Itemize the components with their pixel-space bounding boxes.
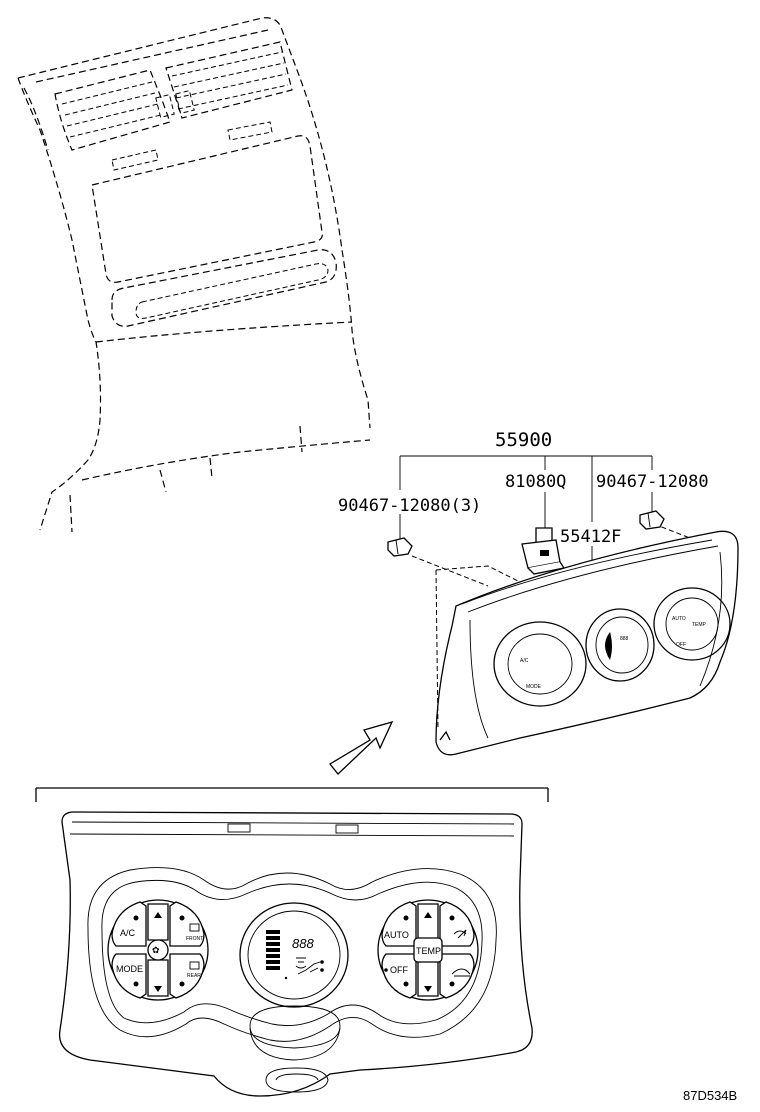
arrow-up-icon [424, 912, 432, 918]
arrow-up-right-icon [329, 720, 394, 775]
off-label: OFF [390, 965, 408, 975]
small-control-panel: A/C MODE 888 AUTO TEMP OFF [435, 530, 739, 756]
part-number-screw-right: 90467-12080 [596, 472, 709, 492]
small-auto-label: AUTO [672, 616, 686, 622]
ac-button[interactable] [111, 901, 147, 947]
arrow-up-icon [154, 912, 162, 918]
temp-bar-graph [266, 930, 280, 934]
front-defrost-icon [189, 923, 200, 932]
diagram-code: 87D534B [683, 1088, 737, 1103]
enlarged-control-panel: ✿ A/C MODE FRONT REAR 888 [58, 811, 533, 1097]
rear-defrost-button[interactable] [169, 953, 205, 999]
off-button[interactable] [381, 953, 417, 999]
arrow-down-icon [424, 986, 432, 992]
connector-icon [521, 527, 566, 575]
part-number-assembly: 55900 [495, 429, 552, 451]
fan-icon [147, 939, 169, 961]
svg-text:888: 888 [620, 636, 629, 642]
auto-label: AUTO [384, 930, 409, 940]
small-mode-label: MODE [526, 684, 542, 690]
ac-label: A/C [120, 928, 136, 938]
small-temp-label: TEMP [692, 622, 707, 628]
enlarged-view-bracket [35, 787, 549, 802]
defrost-mode-icon [295, 957, 307, 969]
center-console-outline [17, 17, 371, 533]
auto-button[interactable] [381, 901, 417, 947]
recirculate-icon [451, 968, 471, 977]
center-display: 888 [239, 902, 349, 1008]
svg-text:✿: ✿ [152, 945, 160, 955]
arrow-down-icon [154, 986, 162, 992]
front-label: FRONT [186, 936, 203, 942]
airflow-icon [297, 961, 321, 975]
callout-lines [399, 455, 691, 587]
mode-button[interactable] [111, 953, 147, 999]
mode-label: MODE [116, 964, 143, 974]
small-ac-label: A/C [520, 658, 529, 664]
left-control-dial: ✿ A/C MODE FRONT REAR [107, 899, 209, 1001]
fresh-air-icon [453, 929, 467, 939]
part-number-screw-left: 90467-12080(3) [338, 496, 481, 516]
part-number-connector: 81080Q [505, 472, 566, 492]
rear-defrost-icon [189, 961, 200, 970]
bottom-knob [249, 1005, 341, 1049]
display-digits: 888 [292, 936, 314, 951]
fresh-air-button[interactable] [439, 901, 475, 947]
fan-up-button[interactable] [147, 903, 169, 941]
front-defrost-button[interactable] [169, 901, 205, 947]
small-off-label: OFF [676, 642, 686, 648]
part-number-panel: 55412F [560, 527, 621, 547]
rear-label: REAR [187, 973, 201, 979]
screw-right-icon [639, 510, 665, 530]
screw-left-icon [387, 537, 413, 557]
temp-up-button[interactable] [417, 903, 439, 941]
temp-label: TEMP [416, 946, 441, 956]
right-control-dial: TEMP AUTO OFF [377, 899, 479, 1001]
